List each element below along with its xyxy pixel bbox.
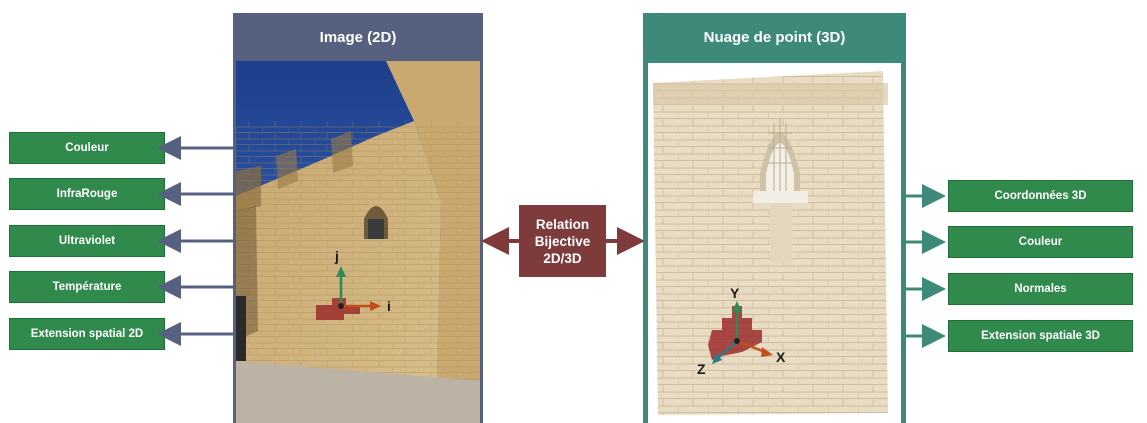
axis-z-line [717, 340, 738, 359]
origin-dot-2d [338, 303, 344, 309]
relation-bijective-box: Relation Bijective 2D/3D [519, 205, 606, 277]
image-2d-panel: Image (2D) [233, 13, 483, 423]
axis-i-label: i [387, 298, 391, 314]
attribute-extension-2d: Extension spatial 2D [9, 318, 165, 350]
attribute-infrarouge: InfraRouge [9, 178, 165, 210]
attribute-temperature: Température [9, 271, 165, 303]
attribute-normales: Normales [948, 273, 1133, 305]
origin-marker-3d [708, 306, 762, 360]
origin-marker-2d [316, 298, 360, 320]
origin-dot-3d [734, 338, 740, 344]
axis-y-arrowhead [732, 301, 742, 312]
axis-z-arrowhead [712, 353, 722, 364]
facade-photo-drawing [236, 61, 480, 423]
axis-j-arrowhead [336, 266, 346, 277]
attribute-extension-3d: Extension spatiale 3D [948, 320, 1133, 352]
attribute-couleur-2d: Couleur [9, 132, 165, 164]
axis-y-label: Y [730, 285, 740, 301]
axis-z-label: Z [697, 361, 706, 377]
attribute-coordonnees-3d: Coordonnées 3D [948, 180, 1133, 212]
axis-i-arrowhead [370, 301, 381, 311]
relation-line-2: Bijective [534, 233, 591, 249]
relation-line-1: Relation [535, 216, 590, 232]
attribute-ultraviolet: Ultraviolet [9, 225, 165, 257]
axis-x-label: X [776, 349, 786, 365]
attribute-couleur-3d: Couleur [948, 226, 1133, 258]
point-cloud-view [648, 63, 901, 423]
axes-3d: Y X Z [697, 285, 786, 377]
image-2d-title: Image (2D) [319, 28, 397, 46]
axis-x-arrowhead [761, 347, 773, 357]
point-cloud-3d-title: Nuage de point (3D) [703, 28, 846, 46]
axis-x-line [736, 339, 766, 354]
facade-photo-2d [236, 61, 480, 423]
relation-line-3: 2D/3D [543, 250, 582, 266]
axes-2d: j i [316, 248, 391, 320]
axis-j-label: j [334, 248, 339, 264]
point-cloud-drawing [653, 71, 888, 415]
point-cloud-3d-panel: Nuage de point (3D) [643, 13, 906, 423]
